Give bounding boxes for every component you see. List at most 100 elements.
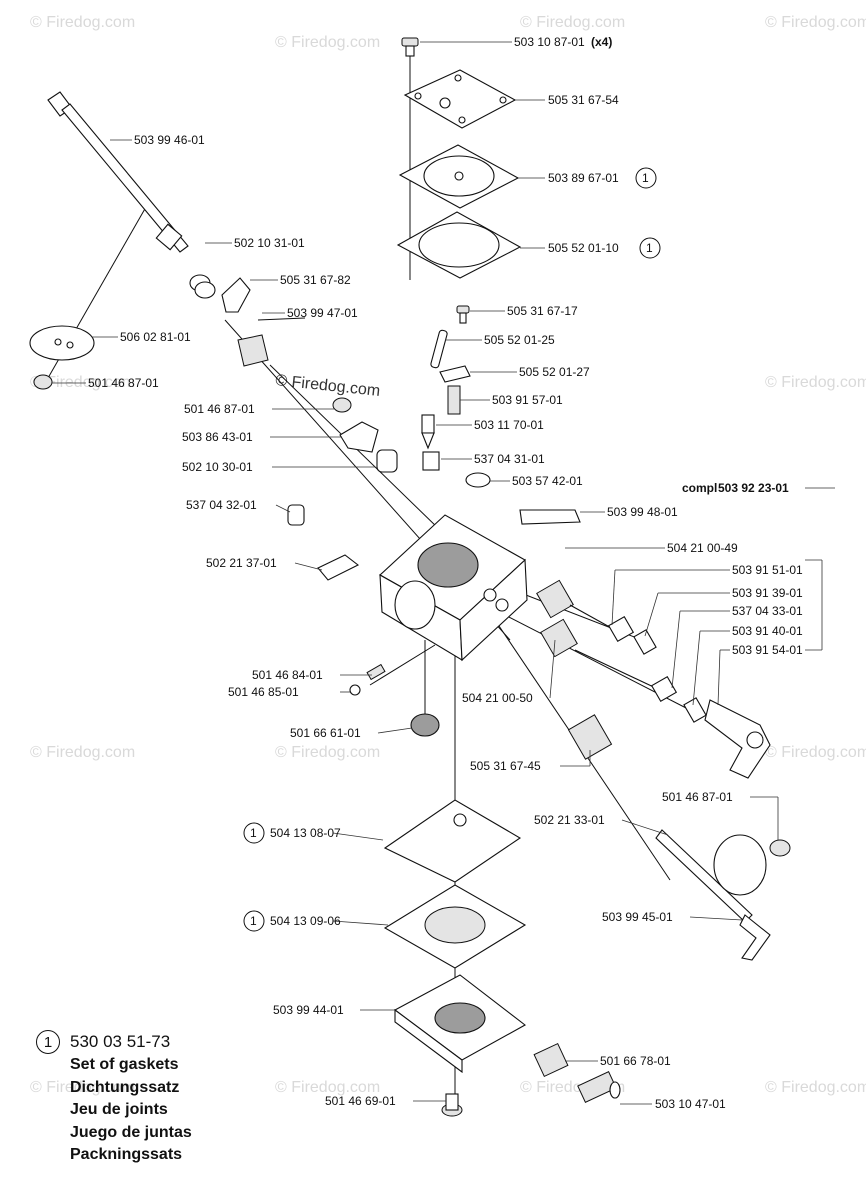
part-label: 503 99 47-01 (287, 306, 358, 320)
watermark: © Firedog.com (30, 1079, 135, 1096)
part-label: 503 10 47-01 (655, 1097, 726, 1111)
throttle-valve (29, 325, 95, 361)
watermark-layer: © Firedog.com © Firedog.com © Firedog.co… (30, 14, 866, 1096)
watermark: © Firedog.com (275, 34, 380, 51)
part-label: 504 21 00-50 (462, 691, 533, 705)
screw-501-46-87-01-b (769, 839, 791, 857)
spring-501-46-84 (366, 663, 386, 681)
svg-text:1: 1 (642, 171, 649, 185)
part-label: 503 10 87-01 (514, 35, 585, 49)
needle-seat (422, 451, 440, 471)
leader-lines (52, 41, 835, 1105)
bracket-503-86-43 (339, 421, 379, 453)
adjust-tool-bracket (704, 699, 771, 779)
part-labels: 503 10 87-01 (x4) 505 31 67-54 503 89 67… (88, 35, 803, 1111)
metering-cover (393, 974, 526, 1074)
part-label: 504 21 00-49 (667, 541, 738, 555)
metering-gasket (383, 884, 527, 969)
legend-translation-sv: Packningssats (70, 1146, 183, 1163)
part-label: 505 31 67-45 (470, 759, 541, 773)
adjust-needle-high (536, 579, 657, 655)
choke-valve (713, 834, 767, 896)
watermark: © Firedog.com (275, 1079, 380, 1096)
inlet-needle (421, 414, 435, 450)
part-label: 501 46 69-01 (325, 1094, 396, 1108)
part-label: 537 04 32-01 (186, 498, 257, 512)
part-label: 501 46 87-01 (184, 402, 255, 416)
screw-501-46-69 (441, 1093, 463, 1117)
kit-markers: 1 1 1 1 (243, 167, 661, 932)
part-label: 505 31 67-82 (280, 273, 351, 287)
part-label: 503 99 46-01 (134, 133, 205, 147)
part-label: 505 52 01-10 (548, 241, 619, 255)
screw-501-46-87-01 (332, 397, 352, 413)
pump-cover (403, 69, 517, 129)
legend-part-number: 530 03 51-73 (70, 1032, 171, 1051)
part-label: 503 91 40-01 (732, 624, 803, 638)
pin (257, 317, 306, 321)
throttle-lever (221, 277, 251, 313)
part-label: 501 46 87-01 (88, 376, 159, 390)
assembly-axes (47, 55, 691, 1100)
ball-501-46-85 (349, 684, 361, 696)
part-label: 501 66 61-01 (290, 726, 361, 740)
adjust-needle-low (540, 618, 707, 723)
part-label: 502 10 31-01 (234, 236, 305, 250)
part-label: 503 92 23-01 (718, 481, 789, 495)
part-label: 502 21 37-01 (206, 556, 277, 570)
kit-marker: 1 (635, 167, 657, 189)
needle-lever (439, 365, 471, 383)
part-label: 504 13 08-07 (270, 826, 341, 840)
part-label: 505 52 01-27 (519, 365, 590, 379)
fuel-tube-503-99-48 (519, 509, 581, 525)
plug-537-04-32 (287, 504, 305, 526)
pump-gasket (396, 211, 522, 279)
part-label: 505 52 01-25 (484, 333, 555, 347)
pin-505-52-01-25 (430, 329, 448, 369)
svg-text:1: 1 (250, 914, 257, 928)
watermark: © Firedog.com (30, 374, 135, 391)
watermark: © Firedog.com (765, 14, 866, 31)
center-watermark: © Firedog.com (275, 372, 381, 400)
part-label: 502 21 33-01 (534, 813, 605, 827)
part-label: 505 31 67-17 (507, 304, 578, 318)
part-label: 503 11 70-01 (474, 418, 544, 432)
shaft-bushing (189, 274, 216, 299)
part-label-prefix: compl (682, 481, 717, 495)
part-label: 503 89 67-01 (548, 171, 619, 185)
part-label: 503 91 51-01 (732, 563, 803, 577)
part-label: 501 46 85-01 (228, 685, 299, 699)
part-label: 503 99 44-01 (273, 1003, 344, 1017)
part-label: 505 31 67-54 (548, 93, 619, 107)
kit-marker: 1 (243, 822, 265, 844)
gasket-kit-legend: 1 530 03 51-73 Set of gaskets Dichtungss… (36, 1030, 256, 1167)
part-label: 537 04 31-01 (474, 452, 545, 466)
watermark: © Firedog.com (765, 744, 866, 761)
part-label: 501 46 87-01 (662, 790, 733, 804)
legend-translation-es: Juego de juntas (70, 1123, 192, 1141)
part-label: 537 04 33-01 (732, 604, 803, 618)
quantity-label: (x4) (591, 35, 612, 49)
legend-marker: 1 (36, 1030, 60, 1054)
svg-text:1: 1 (250, 826, 257, 840)
part-label: 503 99 45-01 (602, 910, 673, 924)
pump-diaphragm (398, 144, 520, 209)
part-label: 503 99 48-01 (607, 505, 678, 519)
svg-text:1: 1 (646, 241, 653, 255)
part-label: 501 66 78-01 (600, 1054, 671, 1068)
part-label: 503 91 54-01 (732, 643, 803, 657)
part-label: 501 46 84-01 (252, 668, 323, 682)
fitting-502-21-37 (317, 554, 360, 581)
bushing-502-10-30 (376, 449, 398, 473)
small-screw-left (33, 374, 53, 390)
part-label: 503 86 43-01 (182, 430, 253, 444)
legend-translation-de: Dichtungssatz (70, 1078, 180, 1096)
part-label: 503 91 57-01 (492, 393, 563, 407)
kit-marker: 1 (639, 237, 661, 259)
part-label: 503 91 39-01 (732, 586, 803, 600)
screw-top (401, 37, 419, 57)
adjust-screw-bottom (533, 1042, 621, 1104)
metering-diaphragm (383, 799, 522, 883)
watermark: © Firedog.com (520, 14, 625, 31)
needle-screw (456, 305, 470, 324)
